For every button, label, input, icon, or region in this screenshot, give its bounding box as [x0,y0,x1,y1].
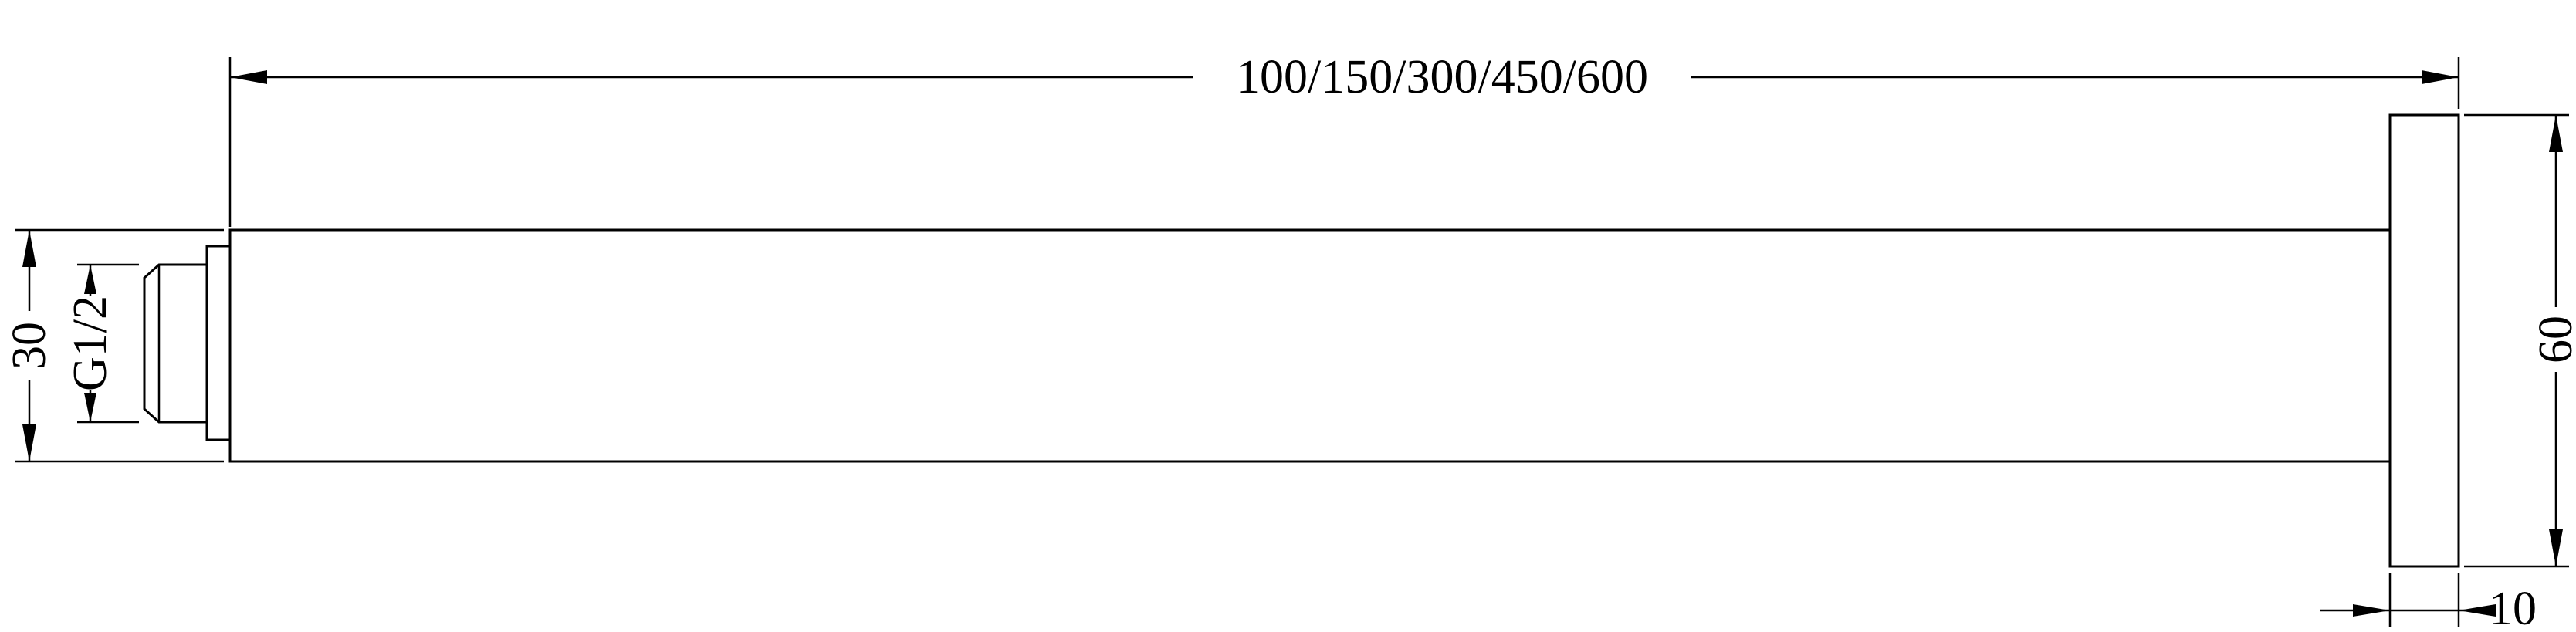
arrowhead-up [2549,115,2563,152]
flange-diameter-label: 60 [2530,316,2576,363]
flange-thickness-label: 10 [2489,583,2537,632]
shower-arm-body [143,113,2460,568]
thread-dimension: G1/2 [64,263,139,424]
flange-thickness-dimension: 10 [2320,573,2537,632]
arrowhead-left [230,70,267,84]
arrowhead-right [2422,70,2459,84]
wall-flange [2388,113,2460,568]
arm-tube [228,228,2392,463]
arrowhead-right [2353,604,2390,617]
height-dimension-label: 30 [3,322,56,370]
arrowhead-up [84,265,96,294]
collar [205,245,232,441]
arrowhead-down [84,393,96,422]
arrowhead-left [2459,604,2496,617]
length-dimension: 100/150/300/450/600 [228,51,2460,227]
threaded-tip [143,263,208,424]
arrowhead-up [22,230,36,267]
height-dimension: 30 [3,228,224,463]
length-dimension-label: 100/150/300/450/600 [1236,51,1648,103]
flange-diameter-dimension: 60 [2464,113,2576,568]
arrowhead-down [2549,529,2563,566]
arrowhead-down [22,424,36,461]
thread-spec-label: G1/2 [64,296,117,391]
